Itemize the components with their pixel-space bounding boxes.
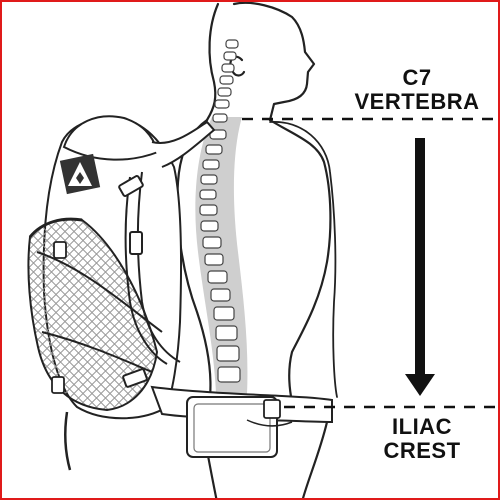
backpack (27, 115, 333, 471)
c7-vertebra-label: C7 VERTEBRA (342, 66, 492, 114)
iliac-crest-label: ILIAC CREST (362, 415, 482, 463)
label-iliac: ILIAC (392, 414, 452, 439)
triangle-logo-icon (59, 153, 101, 195)
label-vertebra: VERTEBRA (354, 89, 480, 114)
down-arrow-icon (405, 138, 435, 396)
measurement-guides (242, 117, 498, 409)
spine (195, 39, 248, 394)
label-crest: CREST (383, 438, 461, 463)
label-c7: C7 (402, 65, 432, 90)
